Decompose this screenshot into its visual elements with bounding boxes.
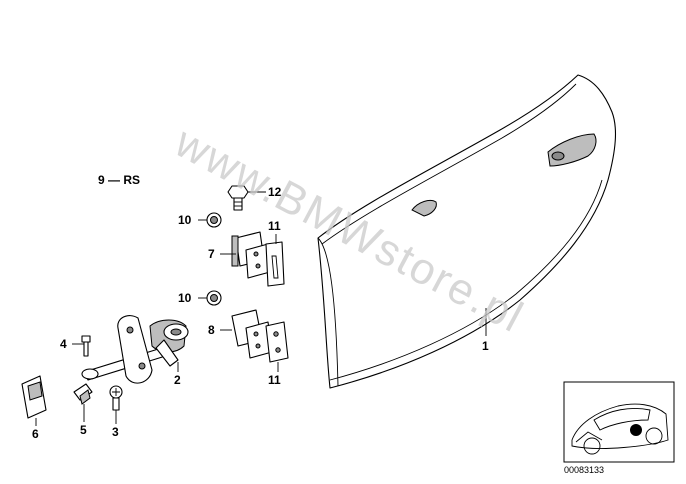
label-check-strap: 2 bbox=[174, 373, 181, 387]
label-cover-6: 6 bbox=[32, 427, 39, 441]
label-bolt-12: 12 bbox=[268, 185, 282, 199]
label-door: 1 bbox=[482, 339, 489, 353]
label-nut-upper: 10 bbox=[178, 213, 192, 227]
label-hinge-upper: 7 bbox=[208, 247, 215, 261]
door-lock-cylinder bbox=[411, 199, 437, 217]
bolt-4 bbox=[81, 335, 91, 357]
door-panel bbox=[317, 74, 616, 389]
screw-3 bbox=[109, 385, 123, 411]
nut-10-upper bbox=[206, 212, 222, 228]
label-shim-upper: 11 bbox=[268, 219, 281, 233]
handle-recess bbox=[551, 151, 565, 161]
nut-10-lower bbox=[206, 290, 222, 306]
label-nut-lower: 10 bbox=[178, 291, 192, 305]
label-screw-3: 3 bbox=[112, 425, 119, 439]
label-clip-5: 5 bbox=[80, 423, 87, 437]
cover-6 bbox=[21, 375, 47, 419]
door-check-strap bbox=[81, 315, 189, 384]
label-bolt-4: 4 bbox=[60, 337, 67, 351]
bolt-12 bbox=[227, 185, 249, 211]
reference-number: 00083133 bbox=[564, 465, 604, 475]
clip-5 bbox=[73, 383, 93, 405]
shim-11-lower bbox=[265, 321, 289, 363]
hinge-upper bbox=[231, 231, 271, 279]
leader-lines bbox=[35, 191, 487, 426]
label-shim-lower: 11 bbox=[268, 373, 281, 387]
vehicle-locator-thumbnail: 00083133 bbox=[563, 381, 675, 475]
location-marker bbox=[630, 424, 642, 436]
label-hinge-lower: 8 bbox=[208, 323, 215, 337]
label-rs: 9 — RS bbox=[98, 173, 140, 187]
hinge-lower bbox=[231, 309, 273, 359]
shim-11-upper bbox=[265, 241, 285, 287]
